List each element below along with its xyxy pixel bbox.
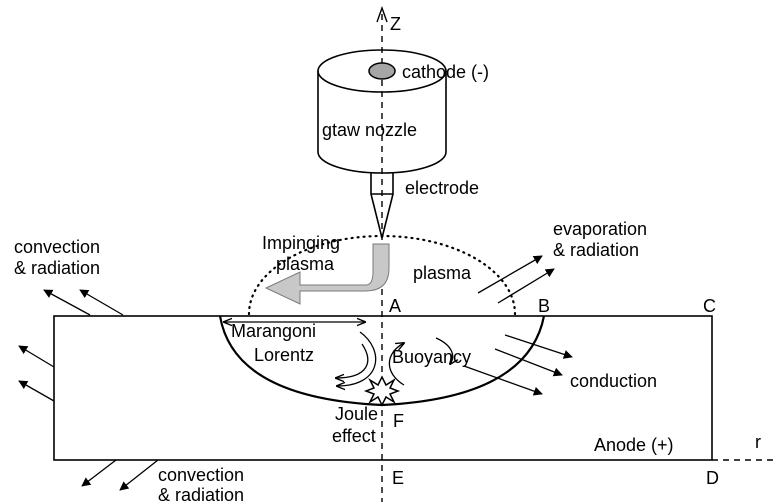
- buoyancy-label: Buoyancy: [392, 347, 471, 367]
- convection-top-arrow-2: [79, 289, 124, 316]
- point-d-label: D: [706, 468, 719, 488]
- z-axis-arrowhead: [376, 5, 388, 23]
- cathode-label: cathode (-): [402, 62, 489, 82]
- z-axis-label: Z: [390, 14, 401, 34]
- convection-top-arrow-1: [43, 289, 91, 316]
- point-e-label: E: [392, 468, 404, 488]
- lorentz-arrow-inner: [336, 343, 369, 378]
- convection-bottom-arrow-2: [119, 459, 159, 491]
- point-a-label: A: [389, 296, 401, 316]
- convection-bottom-arrow-1: [81, 459, 117, 487]
- lorentz-arrow-outer: [337, 331, 377, 386]
- conduction-arrow-1: [504, 334, 573, 359]
- evaporation-arrow-1: [477, 255, 543, 294]
- point-c-label: C: [703, 296, 716, 316]
- buoyancy-arrow-left: [388, 343, 404, 386]
- convection-bottom-label-line1: convection: [158, 465, 244, 485]
- marangoni-label: Marangoni: [231, 321, 316, 341]
- convection-bottom-label-line2: & radiation: [158, 485, 244, 504]
- evaporation-arrow-2: [497, 268, 555, 304]
- electrode: [370, 173, 394, 239]
- conduction-label: conduction: [570, 371, 657, 391]
- electrode-label: electrode: [405, 178, 479, 198]
- plasma-boundary: [247, 234, 517, 316]
- evaporation-label-line2: & radiation: [553, 240, 639, 260]
- evaporation-label-line1: evaporation: [553, 219, 647, 239]
- cathode-icon: [368, 62, 396, 80]
- r-axis-label: r: [755, 432, 761, 452]
- impinging-label-line2: plasma: [276, 254, 335, 274]
- conduction-arrow-2: [494, 348, 563, 377]
- impinging-plasma-arrow: [264, 243, 390, 305]
- convection-left-arrow-1: [18, 345, 55, 368]
- plasma-label: plasma: [413, 263, 472, 283]
- gtaw-nozzle: [317, 49, 447, 174]
- joule-spark-icon: [363, 375, 401, 407]
- joule-label-line2: effect: [332, 426, 376, 446]
- conduction-arrow-3: [463, 365, 543, 396]
- convection-top-label-line1: convection: [14, 237, 100, 257]
- workpiece: [53, 315, 713, 461]
- anode-label: Anode (+): [594, 435, 674, 455]
- point-f-label: F: [393, 411, 404, 431]
- convection-left-arrow-2: [18, 380, 55, 402]
- impinging-label-line1: Impinging: [262, 233, 340, 253]
- nozzle-label: gtaw nozzle: [322, 120, 417, 140]
- convection-top-label-line2: & radiation: [14, 258, 100, 278]
- joule-label-line1: Joule: [335, 404, 378, 424]
- buoyancy-arrow-right: [435, 337, 453, 364]
- lorentz-label: Lorentz: [254, 345, 314, 365]
- point-b-label: B: [538, 296, 550, 316]
